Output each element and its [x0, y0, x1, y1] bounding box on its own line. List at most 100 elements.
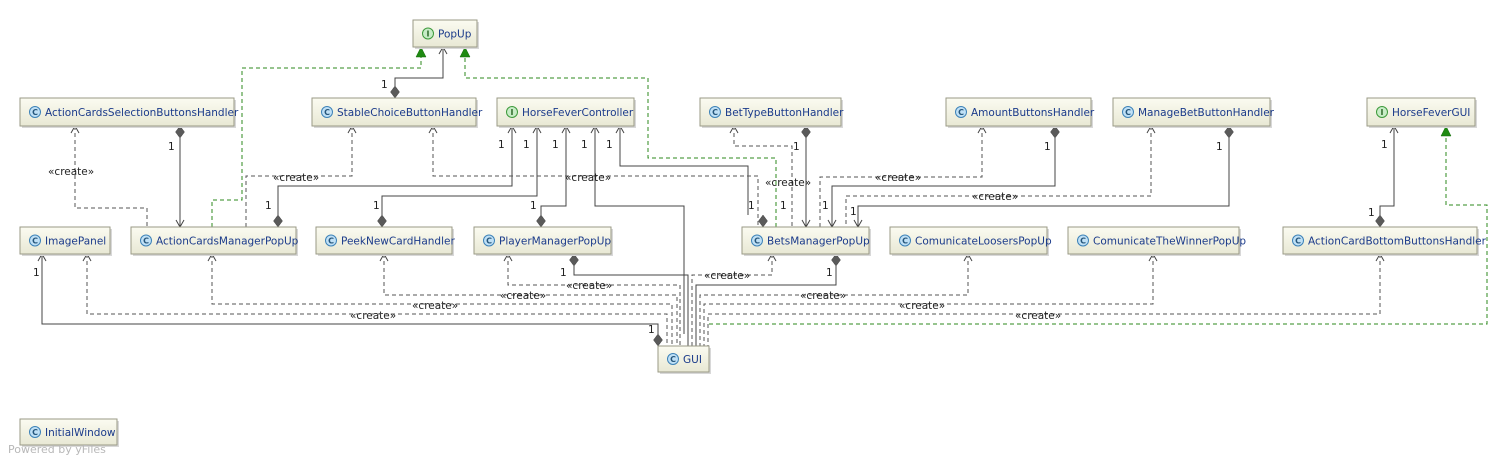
node-peek-new-card-handler[interactable]: C PeekNewCardHandler — [315, 226, 455, 256]
multiplicity-label: 1 — [381, 79, 388, 91]
node-label: GUI — [683, 354, 702, 366]
badge-letter: I — [511, 108, 514, 117]
multiplicity-label: 1 — [780, 200, 787, 212]
node-box — [657, 345, 710, 373]
node-label: StableChoiceButtonHandler — [337, 107, 483, 119]
interface-icon — [506, 106, 518, 118]
multiplicity-label: 1 — [748, 200, 755, 212]
node-box — [130, 226, 297, 255]
create-label: «create» — [565, 172, 611, 184]
badge-letter: C — [1295, 237, 1301, 246]
multiplicity-label: 1 — [265, 200, 272, 212]
realization-arrowhead — [415, 46, 427, 58]
composition-controller-peek — [381, 126, 538, 215]
class-icon — [29, 106, 41, 118]
create-label: «create» — [875, 172, 921, 184]
create-label: «create» — [899, 300, 945, 312]
node-action-card-bottom-buttons-handler[interactable]: C ActionCardBottomButtonsHandler — [1282, 226, 1487, 256]
composition-popup-stablechoice — [394, 47, 444, 86]
node-image-panel[interactable]: C ImagePanel — [19, 226, 112, 256]
node-label: InitialWindow — [45, 427, 116, 439]
class-icon — [667, 353, 679, 365]
create-label: «create» — [412, 300, 458, 312]
create-label: «create» — [704, 270, 750, 282]
create-acmanager-acselection — [74, 126, 148, 227]
watermark-text: Powered by yFiles — [8, 443, 106, 456]
composition-controller-gui — [594, 126, 685, 334]
composition-diamond — [831, 253, 841, 267]
create-label: «create» — [350, 310, 396, 322]
multiplicity-label: 1 — [530, 200, 537, 212]
multiplicity-label: 1 — [648, 324, 655, 336]
node-box — [19, 97, 235, 127]
multiplicity-label: 1 — [33, 267, 40, 279]
node-box — [945, 97, 1092, 127]
class-icon — [483, 234, 495, 247]
node-box — [315, 226, 453, 255]
node-label: ActionCardsManagerPopUp — [156, 236, 299, 248]
badge-letter: C — [328, 237, 334, 246]
class-icon — [29, 234, 41, 247]
class-icon — [751, 234, 763, 247]
class-icon — [1122, 106, 1134, 118]
multiplicity-label: 1 — [498, 139, 505, 151]
multiplicity-label: 1 — [523, 139, 530, 151]
create-gui-acbottom — [707, 254, 1381, 346]
node-gui[interactable]: C GUI — [657, 345, 711, 374]
badge-letter: C — [958, 108, 964, 117]
multiplicity-label: 1 — [552, 139, 559, 151]
node-box — [741, 226, 870, 255]
node-label: ComunicateLoosersPopUp — [915, 236, 1052, 248]
badge-letter: C — [670, 355, 676, 364]
node-label: ImagePanel — [45, 236, 106, 248]
multiplicity-label: 1 — [1216, 141, 1223, 153]
class-icon — [1292, 234, 1304, 247]
interface-icon — [1376, 106, 1388, 118]
node-box — [496, 97, 635, 127]
node-label: HorseFeverGUI — [1392, 107, 1470, 119]
create-gui-betsmanager — [691, 254, 773, 346]
node-box — [311, 97, 477, 127]
node-label: ActionCardBottomButtonsHandler — [1308, 236, 1487, 248]
multiplicity-label: 1 — [850, 206, 857, 218]
create-gui-acmanager — [211, 254, 673, 346]
create-gui-winner — [703, 254, 1154, 346]
node-label: PeekNewCardHandler — [341, 236, 455, 248]
node-box — [473, 226, 612, 255]
composition-diamond — [653, 333, 663, 347]
composition-managebet-betsmanager — [857, 138, 1230, 227]
composition-diamond — [390, 85, 400, 99]
multiplicity-label: 1 — [581, 139, 588, 151]
badge-letter: C — [32, 237, 38, 246]
node-box — [1067, 226, 1240, 255]
multiplicity-label: 1 — [168, 141, 175, 153]
node-comunicate-loosers-pop-up[interactable]: C ComunicateLoosersPopUp — [889, 226, 1052, 256]
badge-letter: C — [486, 237, 492, 246]
create-label: «create» — [566, 280, 612, 292]
multiplicity-label: 1 — [1044, 141, 1051, 153]
class-icon — [29, 426, 41, 438]
multiplicity-label: 1 — [373, 200, 380, 212]
badge-letter: C — [902, 237, 908, 246]
create-acmanager-stablechoice — [245, 126, 353, 227]
node-box — [1112, 97, 1271, 127]
create-betsmanager-managebet — [845, 126, 1152, 227]
multiplicity-label: 1 — [793, 141, 800, 153]
create-betsmanager-amount — [819, 126, 983, 227]
composition-diamond — [758, 214, 768, 228]
